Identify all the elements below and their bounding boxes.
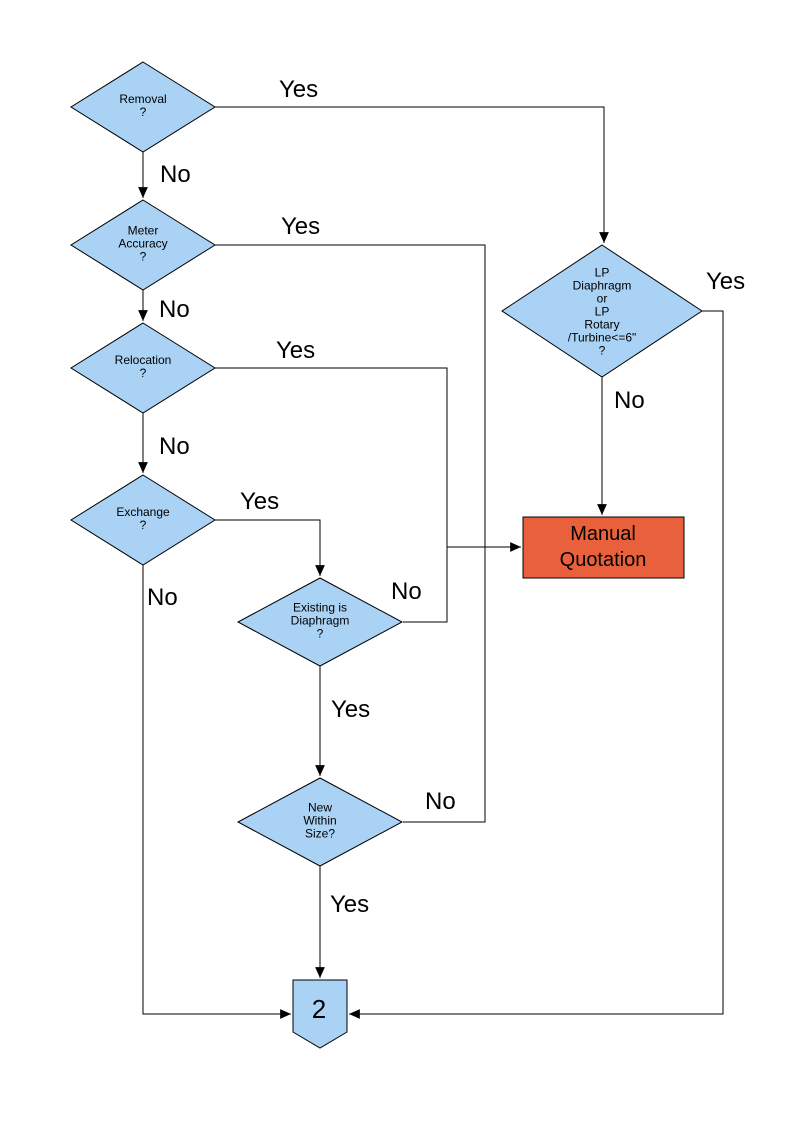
edge-label-meter-accuracy-yes: Yes: [281, 213, 321, 240]
node-existing-is-diaphragm: [236, 577, 404, 667]
node-relocation: [70, 322, 216, 414]
node-label-offpage-connector: 2: [311, 994, 327, 1024]
node-label-existing-is-diaphragm: Existing is Diaphragm ?: [290, 600, 350, 641]
edge-exchange-yes: [215, 519, 325, 576]
node-label-new-within-size: New Within Size?: [303, 800, 337, 841]
edge-label-relocation-no: No: [159, 433, 190, 460]
edge-relocation-yes: [215, 367, 448, 623]
node-new-within-size: [236, 777, 404, 867]
node-lp-diaphragm-or-rotary: [501, 244, 703, 378]
edge-label-existing-no: No: [391, 578, 422, 605]
edge-label-lp-no: No: [614, 387, 645, 414]
edge-label-removal-yes: Yes: [279, 76, 319, 103]
edge-lp-yes: [349, 310, 724, 1019]
edge-meter-accuracy-yes: [215, 244, 486, 823]
edge-group: [138, 106, 724, 1019]
node-removal: [70, 61, 216, 153]
edge-removal-yes: [215, 106, 609, 243]
edge-label-meter-accuracy-no: No: [159, 296, 190, 323]
node-manual-quotation: [522, 516, 685, 579]
node-label-lp-diaphragm-or-rotary: LP Diaphragm or LP Rotary /Turbine<=6" ?: [567, 265, 637, 358]
node-label-relocation: Relocation ?: [114, 353, 172, 380]
node-label-exchange: Exchange ?: [116, 505, 170, 532]
edge-label-exchange-yes: Yes: [240, 488, 280, 515]
node-label-meter-accuracy: Meter Accuracy ?: [118, 223, 168, 264]
edge-label-existing-yes: Yes: [331, 696, 371, 723]
edge-exchange-no: [142, 565, 291, 1019]
node-label-removal: Removal ?: [119, 92, 167, 119]
edge-label-relocation-yes: Yes: [276, 337, 316, 364]
edge-label-lp-yes: Yes: [706, 268, 746, 295]
edge-label-removal-no: No: [160, 161, 191, 188]
node-exchange: [70, 474, 216, 566]
node-label-manual-quotation: Manual Quotation: [559, 523, 647, 571]
node-group: [70, 61, 703, 1049]
node-meter-accuracy: [70, 199, 216, 291]
edge-label-new-within-yes: Yes: [330, 891, 370, 918]
edge-label-new-within-no: No: [425, 788, 456, 815]
node-offpage-connector: [292, 979, 348, 1049]
edge-label-exchange-no: No: [147, 584, 178, 611]
